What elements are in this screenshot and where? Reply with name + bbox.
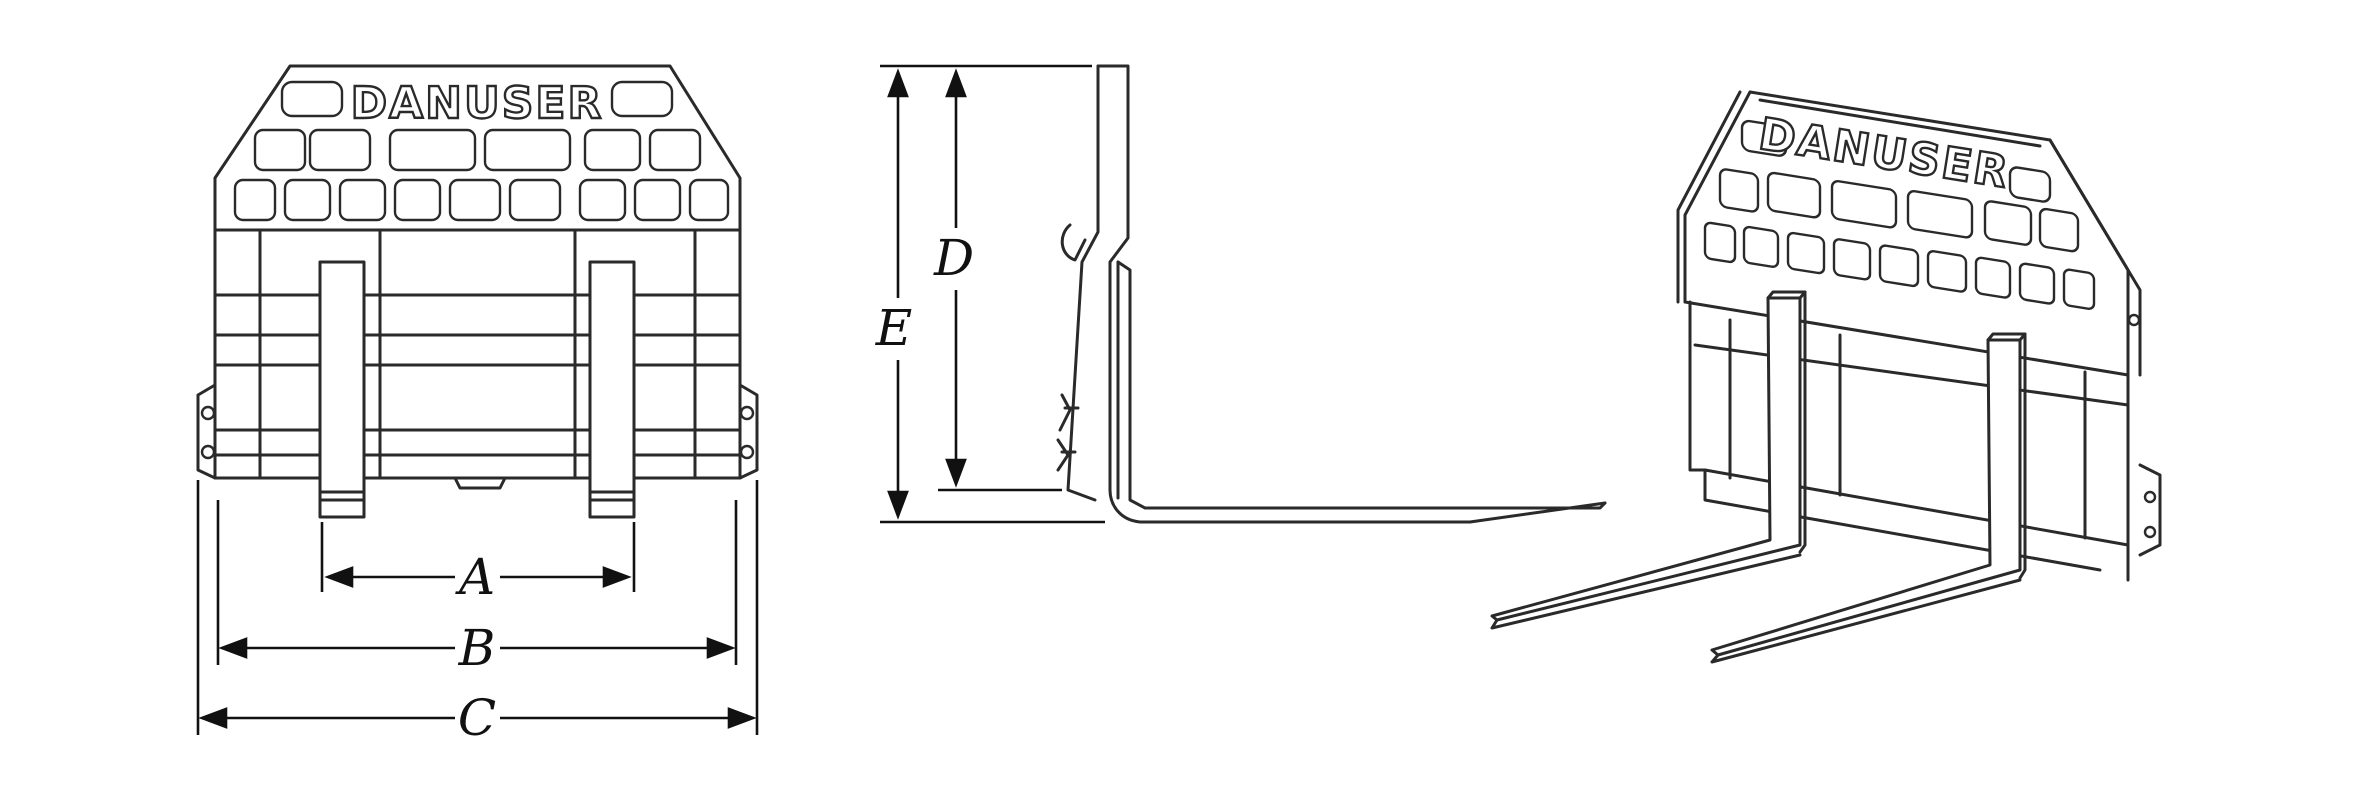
iso-backrest-cutouts [1703, 119, 2096, 310]
dimension-d-label: D [933, 229, 974, 287]
dimension-c [198, 707, 757, 729]
dimension-a [324, 566, 632, 588]
front-frame-outline [196, 64, 759, 490]
iso-brand-logo: DANUSER [1755, 109, 2013, 199]
side-view: D E [875, 64, 1607, 524]
front-backrest-cutouts [233, 80, 730, 222]
side-fork-profile [1056, 64, 1607, 524]
front-forks [318, 260, 636, 519]
dimension-c-label: C [458, 689, 496, 747]
side-extension-lines [880, 64, 1105, 524]
front-extension-lines [196, 480, 759, 735]
dimension-a-label: A [455, 548, 495, 606]
iso-forks [1490, 290, 2027, 664]
front-brand-logo: DANUSER [351, 78, 604, 129]
dimension-d [945, 68, 967, 488]
dimension-e-label: E [875, 299, 913, 357]
iso-frame-outline [1676, 90, 2162, 582]
front-view: DANUSER A B [196, 64, 759, 747]
isometric-view: DANUSER [1490, 90, 2162, 664]
iso-mount-holes [2127, 313, 2157, 539]
dimension-e [887, 68, 909, 520]
front-mount-holes [200, 405, 755, 460]
dimension-b-label: B [458, 619, 496, 677]
dimension-b [218, 637, 736, 659]
